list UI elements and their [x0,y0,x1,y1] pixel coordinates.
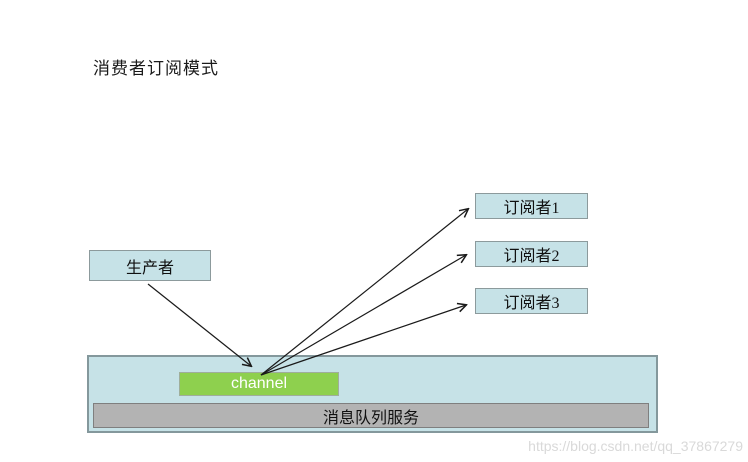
subscriber-3-node: 订阅者3 [475,288,588,314]
message-queue-container: channel 消息队列服务 [87,355,658,433]
csdn-watermark: https://blog.csdn.net/qq_37867279 [528,438,743,454]
subscriber-1-node: 订阅者1 [475,193,588,219]
edge-channel-to-subscriber-1 [260,209,468,376]
queue-service-bar: 消息队列服务 [93,403,649,428]
subscriber-1-label: 订阅者1 [503,200,560,217]
subscriber-3-label: 订阅者3 [503,295,560,312]
subscriber-2-node: 订阅者2 [475,241,588,267]
producer-node: 生产者 [89,250,211,281]
queue-service-label: 消息队列服务 [322,409,419,427]
subscriber-2-label: 订阅者2 [503,248,560,265]
edge-producer-to-channel [147,283,251,366]
diagram-title: 消费者订阅模式 [93,59,219,78]
channel-node: channel [179,372,339,396]
producer-label: 生产者 [125,259,174,277]
channel-label: channel [230,375,288,392]
